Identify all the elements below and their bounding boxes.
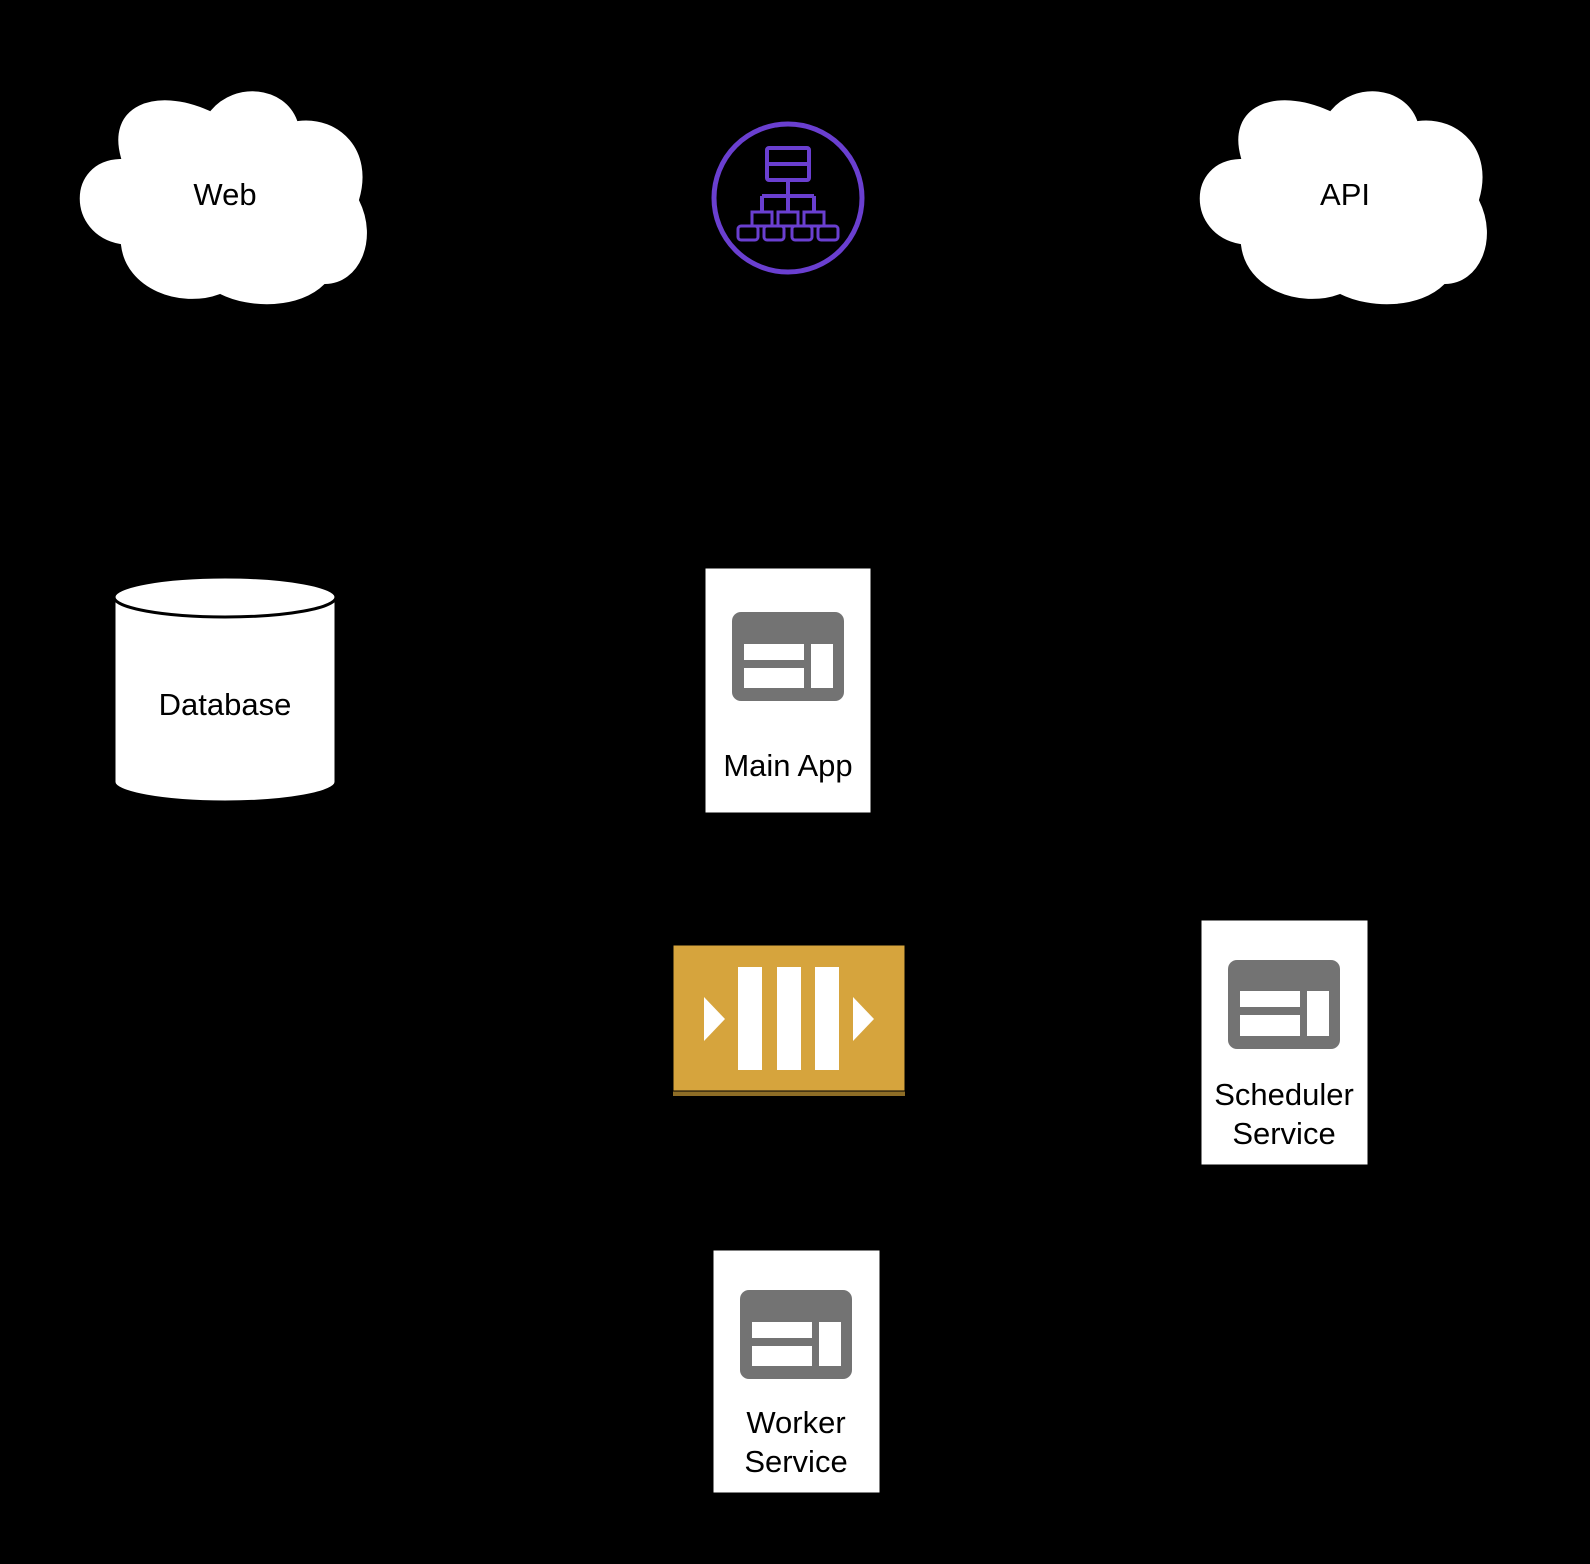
queue-icon	[704, 967, 874, 1070]
database-top-rim	[112, 596, 338, 619]
message-queue-node[interactable]	[672, 944, 906, 1096]
main-app-node[interactable]: Main App	[704, 567, 872, 814]
database-cylinder-icon	[112, 575, 338, 804]
web-label: Web	[193, 177, 256, 212]
scheduler-label-line2: Service	[1232, 1116, 1335, 1151]
api-cloud-node[interactable]: API	[1197, 89, 1489, 307]
database-node[interactable]: Database	[112, 575, 338, 804]
cloud-icon	[1197, 89, 1489, 307]
app-window-icon	[732, 612, 844, 701]
scheduler-service-node[interactable]: Scheduler Service	[1200, 919, 1369, 1166]
api-label: API	[1320, 177, 1370, 212]
web-cloud-node[interactable]: Web	[77, 89, 369, 307]
app-window-icon	[1228, 960, 1340, 1049]
app-window-icon	[740, 1290, 852, 1379]
database-label: Database	[159, 687, 292, 722]
scheduler-label-line1: Scheduler	[1214, 1077, 1354, 1112]
worker-label-line1: Worker	[746, 1405, 845, 1440]
network-hierarchy-icon	[711, 121, 865, 275]
main-app-label: Main App	[723, 748, 852, 783]
worker-service-node[interactable]: Worker Service	[712, 1249, 881, 1494]
worker-label-line2: Service	[744, 1444, 847, 1479]
cloud-icon	[77, 89, 369, 307]
load-balancer-node[interactable]	[711, 121, 865, 275]
